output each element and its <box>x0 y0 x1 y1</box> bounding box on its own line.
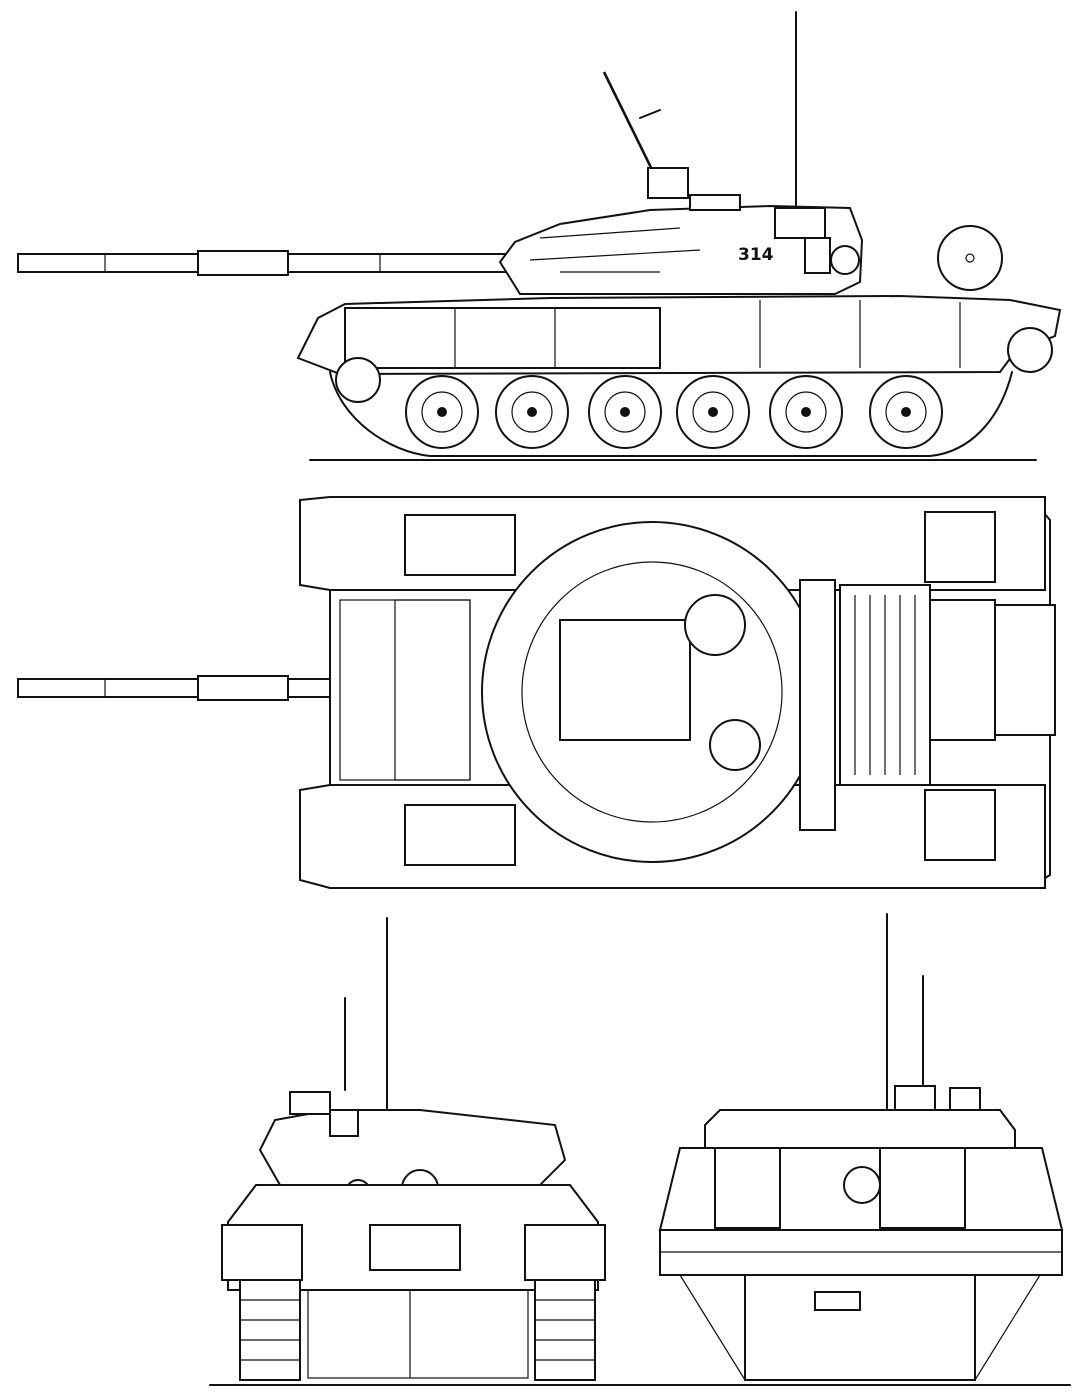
rear-lower-hull <box>744 1274 976 1381</box>
top-turret <box>481 521 823 863</box>
side-road-wheels <box>335 327 1053 449</box>
turret-number: 314 <box>738 245 774 265</box>
side-gun-barrel <box>17 250 509 276</box>
side-view: 314 <box>17 11 1062 461</box>
side-machine-gun <box>602 71 689 199</box>
side-track <box>329 371 1013 457</box>
top-view <box>17 496 1056 889</box>
side-turret: 314 <box>498 194 864 295</box>
top-engine-deck <box>799 579 1056 831</box>
rear-view <box>658 913 1064 1381</box>
side-rear-drum <box>937 225 1003 291</box>
front-view <box>209 917 1071 1386</box>
side-hull <box>296 294 1062 376</box>
front-left-track <box>239 1279 301 1381</box>
front-right-track <box>534 1279 596 1381</box>
